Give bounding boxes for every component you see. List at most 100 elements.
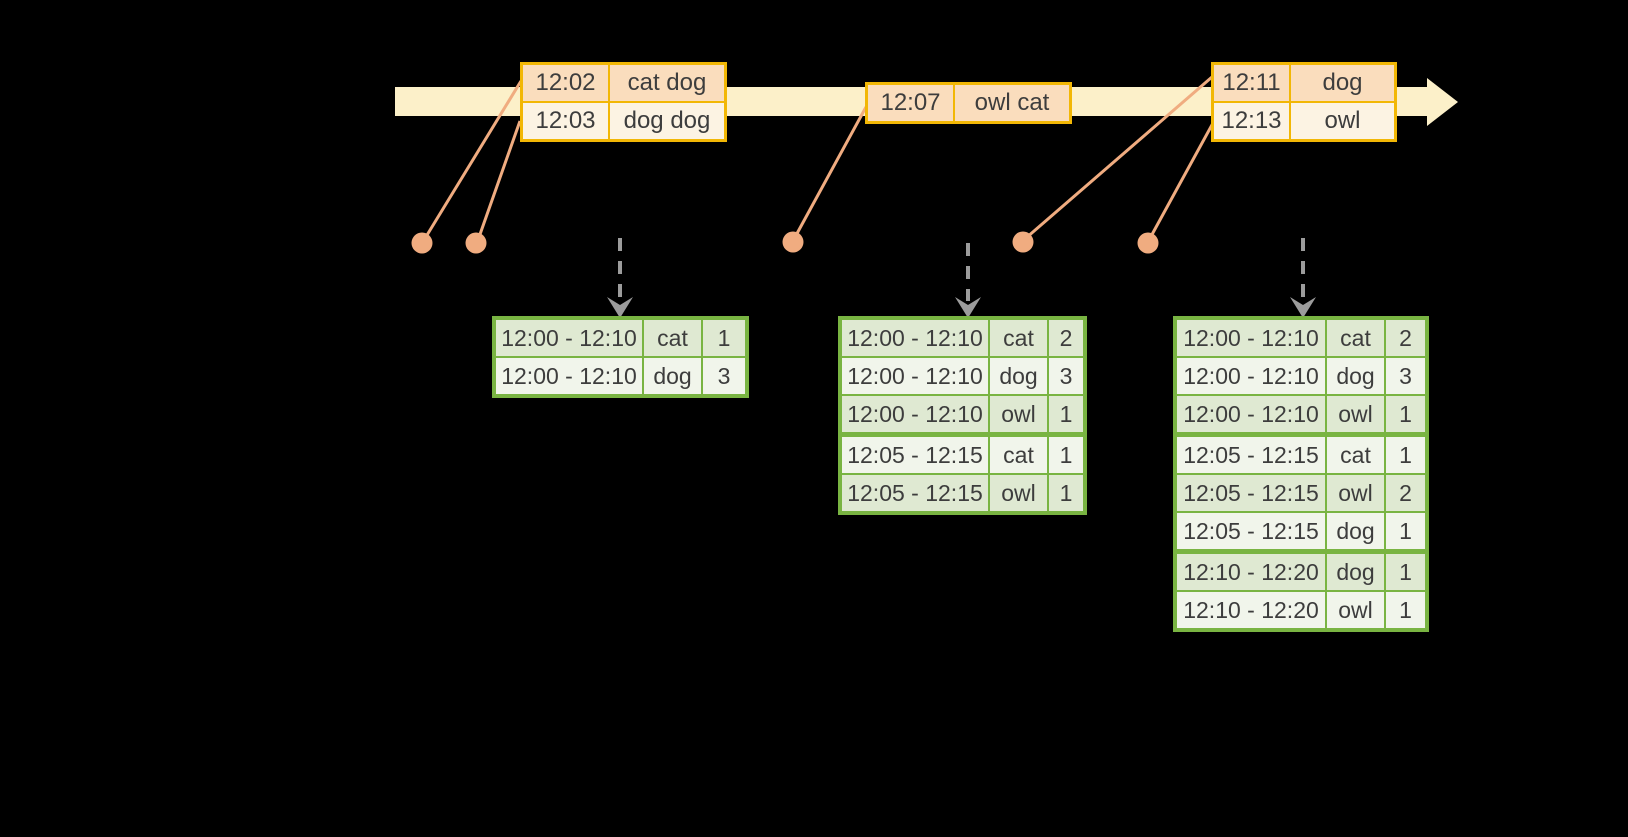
table-row: 12:00 - 12:10 owl 1 [842,396,1083,432]
event-words-cell: owl [1291,103,1394,139]
table-row: 12:05 - 12:15 dog 1 [1177,513,1425,549]
window-cell: 12:00 - 12:10 [496,358,642,394]
table-row: 12:05 - 12:15 owl 2 [1177,475,1425,511]
event-dot [1012,231,1034,253]
word-cell: dog [1327,358,1384,394]
arrow-down-icon [607,297,633,318]
event-dots [411,231,1159,254]
word-cell: owl [990,475,1047,511]
window-cell: 12:00 - 12:10 [842,358,988,394]
event-row: 12:07 owl cat [868,85,1069,121]
window-cell: 12:10 - 12:20 [1177,554,1325,590]
result-table-1: 12:00 - 12:10 cat 1 12:00 - 12:10 dog 3 [492,316,749,398]
count-cell: 3 [703,358,745,394]
table-row: 12:05 - 12:15 cat 1 [1177,437,1425,473]
event-words-cell: owl cat [955,85,1069,121]
event-dot [1137,232,1159,254]
event-time-cell: 12:07 [868,85,953,121]
word-cell: cat [990,320,1047,356]
event-row: 12:02 cat dog [523,65,724,101]
word-cell: cat [1327,437,1384,473]
table-row: 12:00 - 12:10 dog 3 [1177,358,1425,394]
event-pointer-line [792,106,868,240]
count-cell: 1 [1386,592,1425,628]
count-cell: 1 [1386,554,1425,590]
count-cell: 3 [1049,358,1083,394]
result-table-2: 12:00 - 12:10 cat 2 12:00 - 12:10 dog 3 … [838,316,1087,515]
word-cell: cat [644,320,701,356]
window-cell: 12:05 - 12:15 [1177,475,1325,511]
count-cell: 1 [1049,396,1083,432]
table-row: 12:00 - 12:10 dog 3 [496,358,745,394]
event-dot [411,232,433,254]
count-cell: 3 [1386,358,1425,394]
event-row: 12:13 owl [1214,103,1394,139]
table-row: 12:05 - 12:15 cat 1 [842,437,1083,473]
event-pointer-line [1147,122,1215,241]
event-dot [465,232,487,254]
count-cell: 1 [1386,513,1425,549]
arrow-down-icon [955,297,981,318]
window-cell: 12:05 - 12:15 [1177,437,1325,473]
event-words-cell: cat dog [610,65,724,101]
window-cell: 12:00 - 12:10 [1177,358,1325,394]
window-cell: 12:00 - 12:10 [842,320,988,356]
window-cell: 12:00 - 12:10 [1177,396,1325,432]
window-cell: 12:00 - 12:10 [842,396,988,432]
event-table-1: 12:02 cat dog 12:03 dog dog [520,62,727,142]
event-words-cell: dog dog [610,103,724,139]
timeline-arrowhead-icon [1427,78,1458,126]
event-table-2: 12:07 owl cat [865,82,1072,124]
event-pointer-line [422,80,523,241]
window-cell: 12:05 - 12:15 [842,475,988,511]
event-dot [782,231,804,253]
count-cell: 1 [703,320,745,356]
event-pointer-line [476,120,522,241]
window-cell: 12:10 - 12:20 [1177,592,1325,628]
word-cell: cat [1327,320,1384,356]
event-row: 12:03 dog dog [523,103,724,139]
word-cell: dog [1327,554,1384,590]
table-row: 12:00 - 12:10 cat 1 [496,320,745,356]
arrow-down-icon [1290,297,1316,318]
result-table-3: 12:00 - 12:10 cat 2 12:00 - 12:10 dog 3 … [1173,316,1429,632]
word-cell: dog [1327,513,1384,549]
event-time-cell: 12:11 [1214,65,1289,101]
count-cell: 2 [1049,320,1083,356]
count-cell: 1 [1049,475,1083,511]
window-cell: 12:05 - 12:15 [842,437,988,473]
word-cell: owl [1327,475,1384,511]
event-table-3: 12:11 dog 12:13 owl [1211,62,1397,142]
table-row: 12:10 - 12:20 owl 1 [1177,592,1425,628]
table-row: 12:10 - 12:20 dog 1 [1177,554,1425,590]
word-cell: owl [990,396,1047,432]
word-cell: dog [644,358,701,394]
table-row: 12:00 - 12:10 cat 2 [1177,320,1425,356]
table-row: 12:00 - 12:10 dog 3 [842,358,1083,394]
trigger-arrowheads [607,297,1316,318]
table-row: 12:00 - 12:10 cat 2 [842,320,1083,356]
window-cell: 12:00 - 12:10 [1177,320,1325,356]
window-cell: 12:00 - 12:10 [496,320,642,356]
table-row: 12:05 - 12:15 owl 1 [842,475,1083,511]
count-cell: 1 [1386,396,1425,432]
word-cell: owl [1327,592,1384,628]
word-cell: dog [990,358,1047,394]
table-row: 12:00 - 12:10 owl 1 [1177,396,1425,432]
event-words-cell: dog [1291,65,1394,101]
event-time-cell: 12:02 [523,65,608,101]
event-time-cell: 12:13 [1214,103,1289,139]
window-cell: 12:05 - 12:15 [1177,513,1325,549]
count-cell: 2 [1386,475,1425,511]
count-cell: 1 [1386,437,1425,473]
word-cell: owl [1327,396,1384,432]
event-pointer-line [1025,75,1213,240]
count-cell: 1 [1049,437,1083,473]
event-pointer-lines [422,75,1215,241]
event-time-cell: 12:03 [523,103,608,139]
event-row: 12:11 dog [1214,65,1394,101]
count-cell: 2 [1386,320,1425,356]
word-cell: cat [990,437,1047,473]
